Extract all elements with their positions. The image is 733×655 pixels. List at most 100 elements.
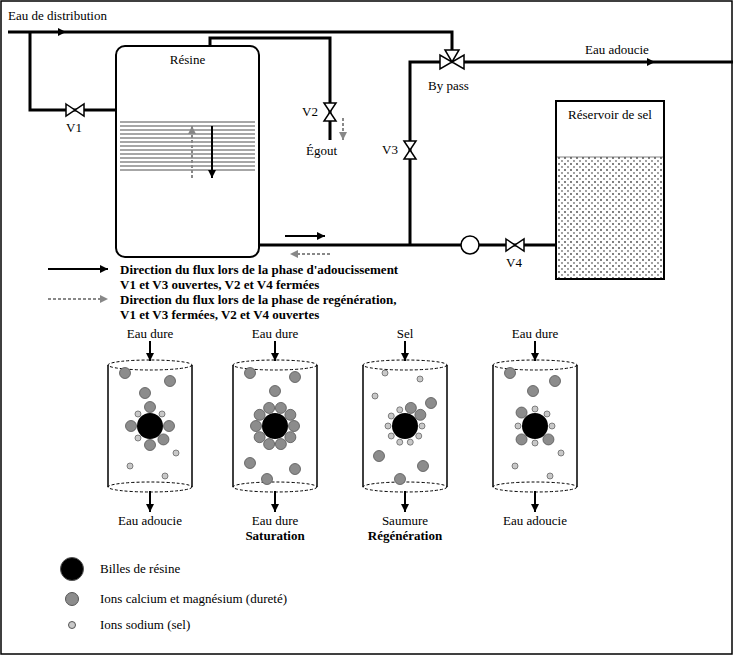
drawing-part <box>339 132 347 140</box>
sodium-ion <box>417 376 423 382</box>
column-top-label: Eau dure <box>512 326 559 341</box>
column-bottom-label: Saturation <box>245 528 304 543</box>
hardness-ion <box>516 434 527 445</box>
sodium-ion <box>547 473 553 479</box>
legend-text: Direction du flux lors de la phase d'ado… <box>120 262 398 277</box>
column-drawing <box>215 341 335 513</box>
resin-hatch <box>120 138 255 139</box>
drawing-part <box>401 353 409 361</box>
hardness-ion <box>245 368 256 379</box>
bypass-valve <box>440 50 464 69</box>
resin-hatch <box>120 142 255 143</box>
column-wall <box>233 365 317 487</box>
valve-symbol <box>66 104 84 116</box>
flow-arrow <box>48 295 108 303</box>
sodium-ion <box>515 423 521 429</box>
hardness-ion <box>275 402 286 413</box>
hardness-ion <box>374 451 385 462</box>
drawing-part <box>290 250 298 258</box>
valve-symbol <box>404 141 416 159</box>
column-wall <box>363 365 447 487</box>
hardness-ion <box>126 421 137 432</box>
hardness-ion <box>415 409 426 420</box>
resin-hatch <box>120 126 255 127</box>
hardness-ion <box>145 402 156 413</box>
column-top-label: Eau dure <box>127 326 174 341</box>
sodium-ion <box>159 411 165 417</box>
drawing-part <box>271 353 279 361</box>
hardness-ion <box>275 439 286 450</box>
sodium-ion <box>135 411 141 417</box>
node-title: Réservoir de sel <box>557 102 663 122</box>
flow-arrow <box>208 126 216 178</box>
legend-text: Direction du flux lors de la phase de re… <box>120 292 397 307</box>
column-end <box>108 482 192 492</box>
legend-swatch <box>60 557 84 581</box>
hardness-ion <box>262 474 273 485</box>
salt-fill <box>557 157 663 278</box>
hardness-ion <box>505 368 516 379</box>
sodium-ion <box>397 439 403 445</box>
hardness-ion <box>290 464 301 475</box>
column-end <box>108 360 192 370</box>
hardness-ion <box>550 376 561 387</box>
resin-hatch <box>120 170 255 171</box>
flow-arrow <box>531 341 539 361</box>
column-bottom-label: Saumure <box>382 513 428 528</box>
legend-note: V1 et V3 ouvertes, V2 et V4 fermées <box>120 277 319 292</box>
sodium-ion <box>388 433 394 439</box>
column-end <box>233 482 317 492</box>
sodium-ion <box>544 411 550 417</box>
resin-tank: Résine <box>115 45 260 258</box>
hardness-ion <box>289 421 300 432</box>
drawing-part <box>531 353 539 361</box>
hardness-ion <box>528 386 539 397</box>
drawing-part <box>100 265 108 273</box>
sodium-ion <box>388 413 394 419</box>
hardness-ion <box>251 421 262 432</box>
flow-arrow <box>271 491 279 512</box>
flow-arrow <box>401 491 409 512</box>
sodium-ion <box>127 463 133 469</box>
sodium-ion <box>397 407 403 413</box>
legend-text: Ions sodium (sel) <box>100 617 190 632</box>
hardness-ion <box>418 461 429 472</box>
flow-arrow <box>531 491 539 512</box>
flow-arrow <box>290 250 330 258</box>
hardness-ion <box>120 368 131 379</box>
drawing-part <box>146 504 154 512</box>
hardness-ion <box>264 402 275 413</box>
hardness-ion <box>405 402 416 413</box>
resin-hatch <box>120 130 255 131</box>
hardness-ion <box>254 432 265 443</box>
legend-swatch <box>65 592 79 606</box>
drawing-part <box>58 28 66 36</box>
resin-column: Eau dureEau adoucie <box>475 326 595 528</box>
drawing-part <box>401 504 409 512</box>
hardness-ion <box>145 440 156 451</box>
sodium-ion <box>173 450 179 456</box>
column-end <box>363 482 447 492</box>
resin-column: Eau dureEau adoucie <box>90 326 210 528</box>
sodium-ion <box>532 440 538 446</box>
pump-symbol <box>461 236 479 254</box>
valve-symbol <box>324 103 336 121</box>
column-bottom-label: Eau dure <box>252 513 299 528</box>
sodium-ion <box>512 463 518 469</box>
drawing-part <box>48 298 108 300</box>
sodium-ion <box>407 439 413 445</box>
sodium-ion <box>532 406 538 412</box>
sodium-ion <box>382 370 388 376</box>
diagram-label: Eau adoucie <box>585 42 649 57</box>
column-drawing <box>345 341 465 513</box>
column-bottom-label: Eau adoucie <box>118 513 182 528</box>
diagram-label: By pass <box>428 78 469 93</box>
column-end <box>493 360 577 370</box>
resin-bead <box>262 413 288 439</box>
drawing-part <box>647 58 655 66</box>
resin-hatch <box>120 150 255 151</box>
